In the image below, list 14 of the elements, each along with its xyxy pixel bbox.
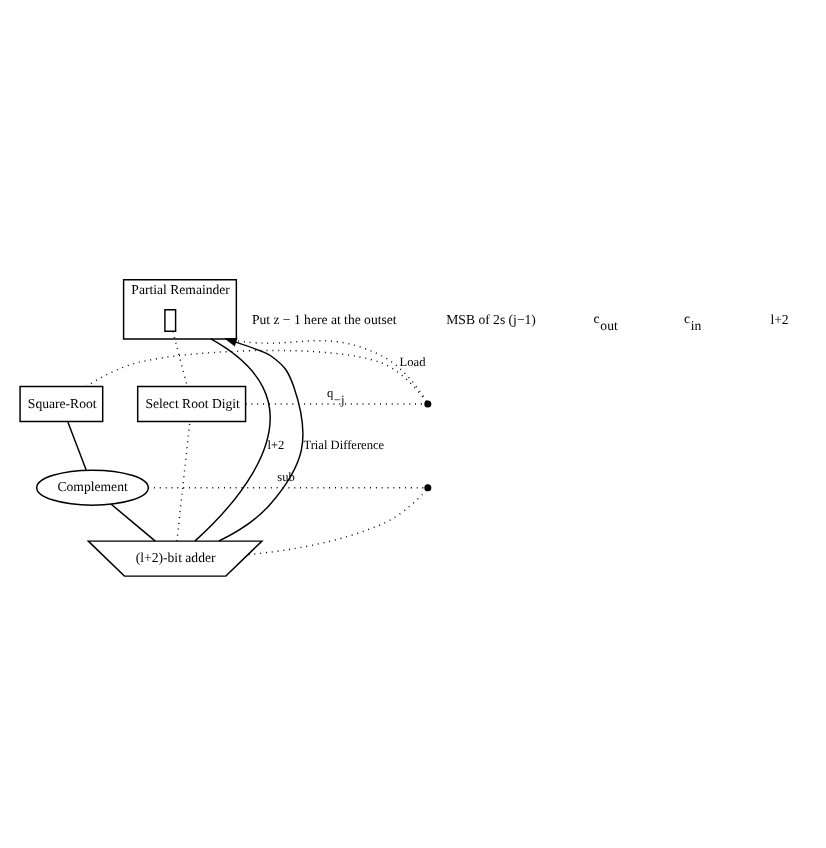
connector (245, 403, 426, 405)
node-box (164, 309, 177, 332)
connector (110, 503, 156, 542)
node-circle (424, 484, 432, 492)
connector (247, 489, 428, 556)
arrow (218, 338, 304, 542)
connector (147, 486, 426, 489)
connector (176, 420, 191, 542)
connector (225, 338, 428, 402)
node-circle (424, 400, 432, 408)
connector (194, 338, 271, 542)
connector (85, 349, 427, 403)
connector (172, 330, 188, 388)
connector (67, 421, 87, 471)
